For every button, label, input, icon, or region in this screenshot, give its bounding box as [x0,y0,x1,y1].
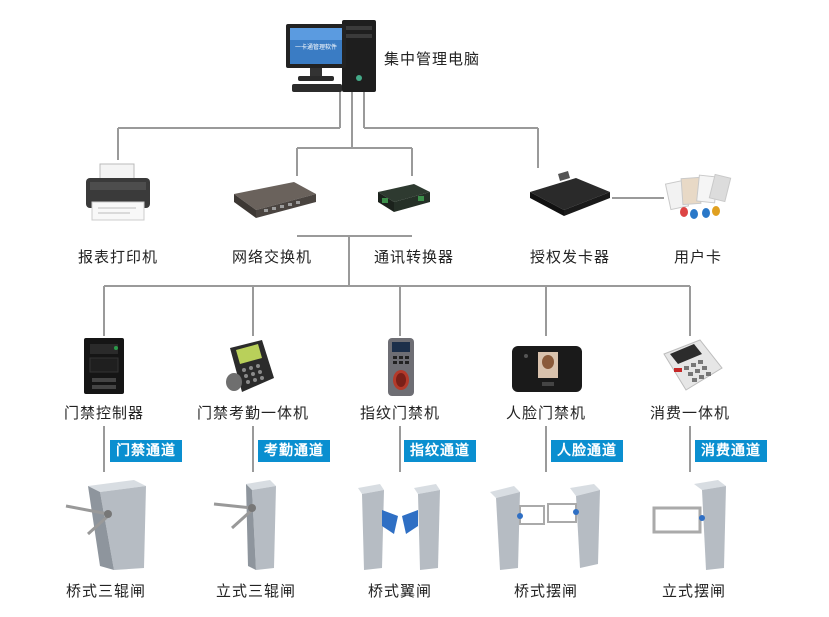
computer-icon: 一卡通管理软件 [284,18,380,96]
user-cards-icon [662,172,732,220]
terminal-label: 门禁考勤一体机 [196,404,310,422]
face-recognition-icon [510,344,584,394]
printer-icon [80,162,156,224]
network-switch-icon [232,180,318,220]
access-controller-icon [82,336,126,396]
channel-badge: 消费通道 [695,440,767,462]
pc-label: 集中管理电脑 [384,50,481,68]
card-issuer-icon [528,170,612,220]
converter-icon [374,180,434,216]
terminal-label: 门禁控制器 [63,404,145,422]
converter-label: 通讯转换器 [373,248,455,266]
gate-label: 桥式摆闸 [513,582,579,600]
swing-barrier-icon [486,482,610,572]
cards-label: 用户卡 [673,248,723,266]
terminal-label: 消费一体机 [649,404,731,422]
issuer-label: 授权发卡器 [529,248,611,266]
wing-barrier-icon [352,482,446,572]
pos-terminal-icon [660,336,724,394]
terminal-label: 指纹门禁机 [359,404,441,422]
channel-badge: 考勤通道 [258,440,330,462]
gate-label: 桥式三辊闸 [65,582,147,600]
tripod-turnstile-icon [60,476,150,572]
terminal-label: 人脸门禁机 [505,404,587,422]
channel-badge: 人脸通道 [551,440,623,462]
switch-label: 网络交换机 [231,248,313,266]
printer-label: 报表打印机 [77,248,159,266]
attendance-machine-icon [222,338,278,396]
channel-badge: 指纹通道 [404,440,476,462]
screen-text: 一卡通管理软件 [295,43,337,51]
fingerprint-reader-icon [384,336,418,398]
vertical-turnstile-icon [210,478,280,572]
channel-badge: 门禁通道 [110,440,182,462]
gate-label: 立式三辊闸 [215,582,297,600]
gate-label: 立式摆闸 [661,582,727,600]
gate-label: 桥式翼闸 [367,582,433,600]
vertical-swing-icon [648,478,732,572]
